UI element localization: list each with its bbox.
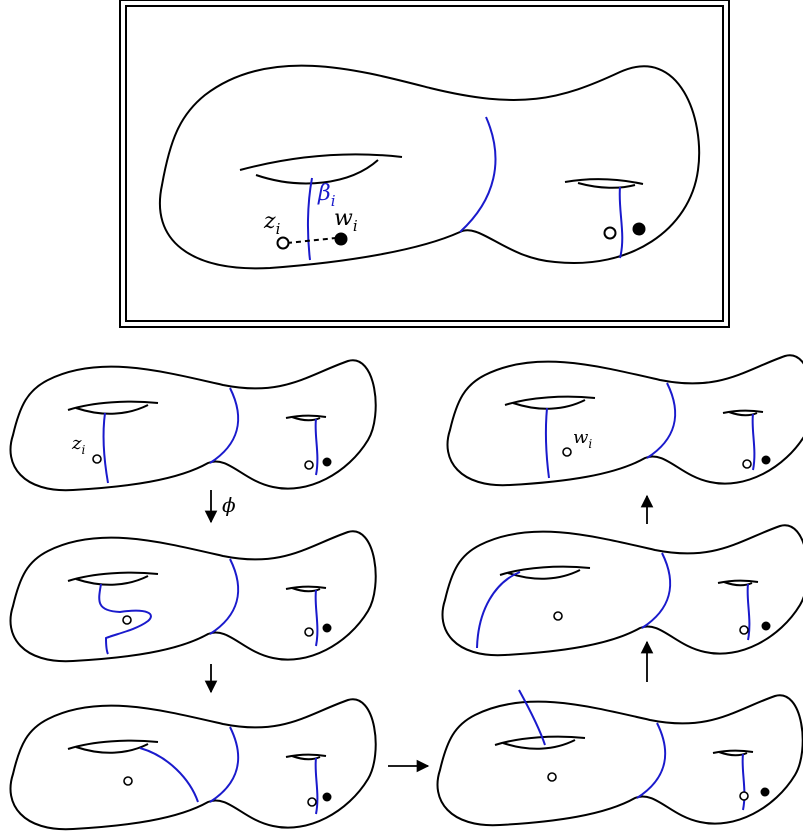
middle-curve (459, 116, 497, 233)
phi-label: ϕ (222, 493, 236, 517)
panel-step-4 (436, 689, 803, 827)
panel-step-3 (9, 698, 377, 831)
w-label-small: wi (573, 427, 592, 451)
main-frame-inner (125, 5, 724, 322)
main-frame-outer (119, 0, 730, 328)
z-basepoint-open (276, 236, 290, 250)
connecting-arc-dashed (286, 237, 337, 244)
z-label-small: zi (71, 433, 85, 457)
beta-curve (306, 177, 313, 261)
main-curves (306, 116, 624, 261)
w-point-6 (562, 447, 572, 457)
main-panel: βi zi wi (119, 0, 730, 328)
w-label: wi (334, 206, 358, 235)
right-filled-point (632, 222, 646, 236)
panel-step-1: zi (9, 359, 377, 492)
right-open-point (603, 226, 617, 240)
right-handle-upper (564, 178, 644, 185)
beta-curve-1 (102, 412, 109, 484)
right-handle-lower (577, 182, 636, 189)
z-label: zi (263, 209, 281, 238)
panel-step-2 (9, 530, 377, 663)
main-surface (159, 64, 701, 270)
beta-label: βi (317, 181, 336, 210)
surface-outline (159, 64, 701, 270)
w-basepoint-filled (334, 232, 348, 246)
panel-step-6: wi (446, 354, 803, 487)
left-handle-lower (255, 159, 379, 185)
panel-step-5 (441, 524, 803, 657)
right-curve (618, 186, 624, 259)
z-point-1 (92, 454, 102, 464)
left-handle-upper (239, 153, 403, 171)
